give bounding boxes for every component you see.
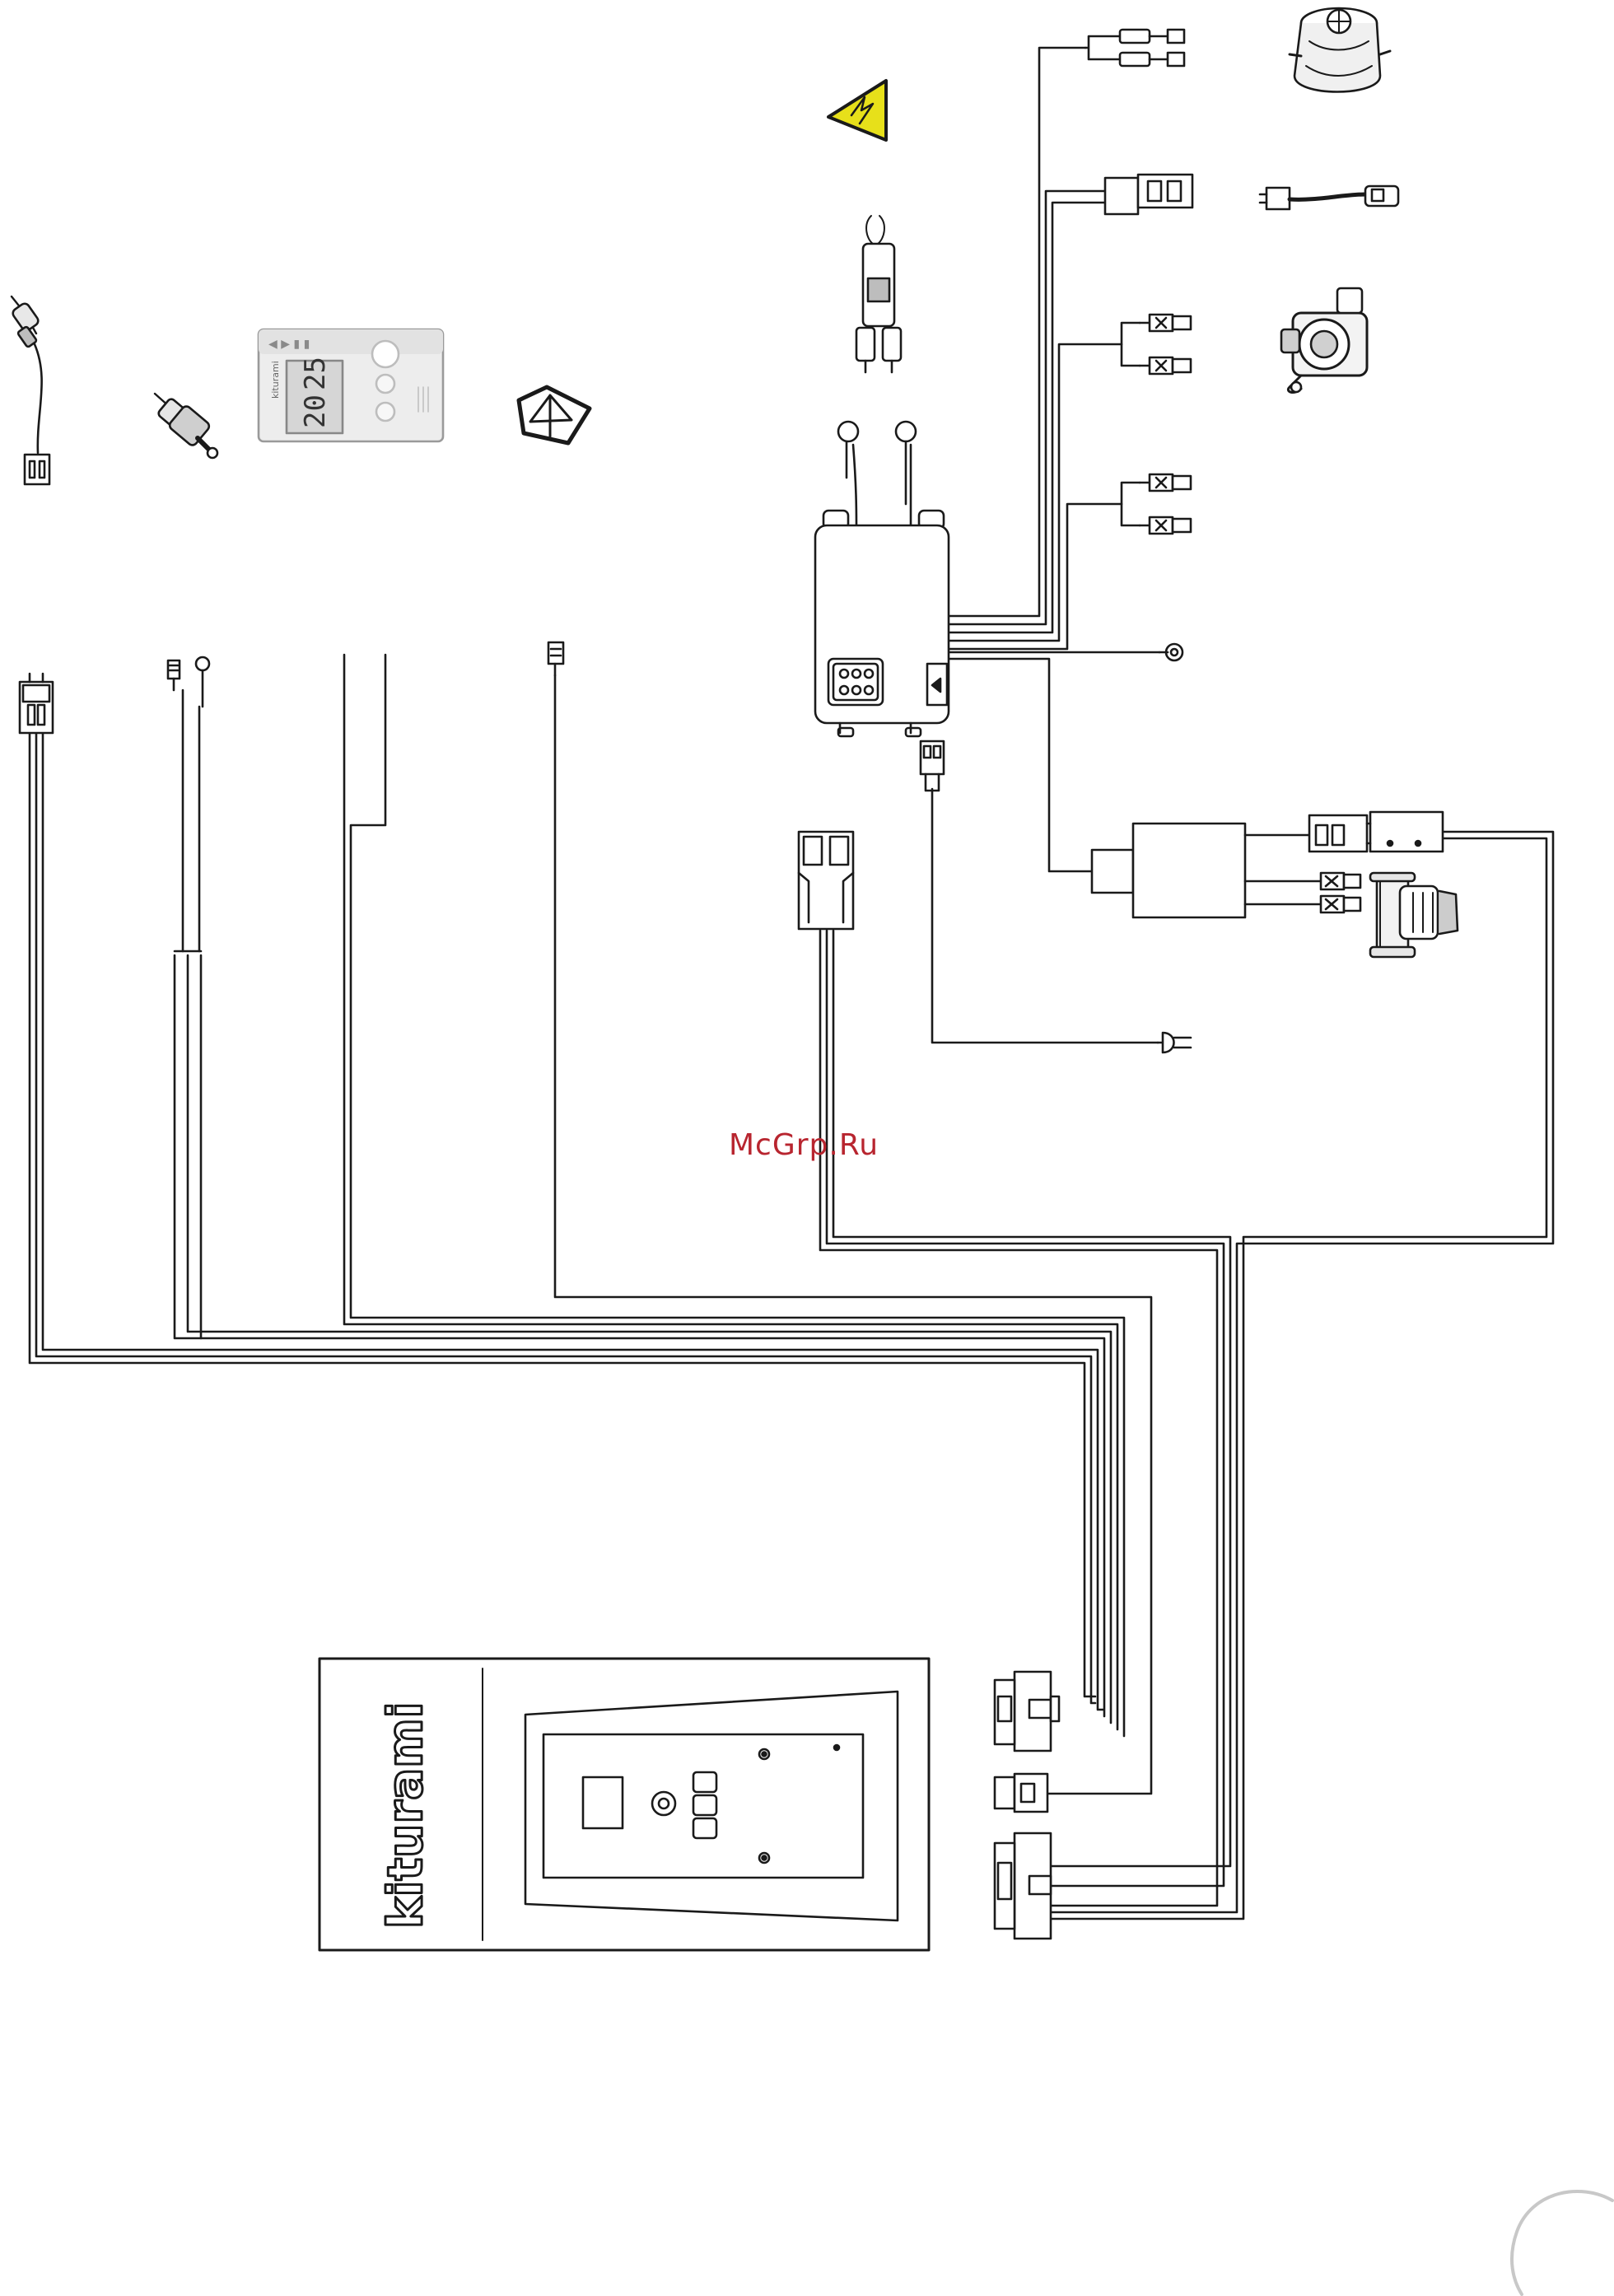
fan-connector	[1118, 28, 1186, 68]
wire-valve-b	[1120, 481, 1141, 527]
panel-connector-bottom	[993, 1832, 1052, 1940]
pump-spade-terminals	[1319, 871, 1362, 914]
wire-fan-split	[1084, 35, 1122, 61]
wiring-harness	[28, 35, 1555, 1920]
warning-triangle-icon	[827, 79, 888, 142]
panel-connector-middle	[993, 1772, 1049, 1813]
controller-lcd	[285, 359, 344, 435]
wire-sensor-3	[41, 731, 1105, 1711]
controller-brand: kiturami	[270, 361, 281, 399]
sensor-connector-left	[18, 672, 54, 735]
fan-motor-icon	[1288, 7, 1392, 93]
watermark: McGrp.Ru	[729, 1128, 879, 1162]
gas-valve-connector-b	[1138, 473, 1192, 535]
wire-ign-5	[947, 502, 1123, 651]
wire-sensor-1	[28, 731, 1097, 1698]
pressure-switch-cable	[1258, 184, 1400, 211]
wire-centre-b	[349, 653, 1126, 1738]
wire-sensor-2	[35, 731, 1097, 1705]
pressure-switch-connector	[1103, 173, 1194, 216]
panel-brand-logo: kiturami	[377, 1701, 433, 1929]
controller-reading-bottom: 20	[299, 394, 332, 428]
ignition-electrode	[855, 215, 903, 374]
pump-transformer-box	[1090, 822, 1322, 919]
wire-pump-a	[1044, 830, 1555, 1914]
gas-valve-icon	[1280, 287, 1369, 394]
spade-and-ring-terminal	[166, 656, 211, 708]
sight-glass-icon	[516, 385, 592, 446]
controller-top-icons: ◀ ▶ ▮ ▮	[268, 338, 310, 351]
room-controller: ◀ ▶ ▮ ▮	[257, 328, 445, 443]
header-connector	[797, 830, 855, 931]
main-control-panel	[318, 1657, 931, 1952]
controller-reading-top: 25	[299, 357, 332, 390]
wire-valve-a	[1120, 321, 1141, 367]
controller-button-1	[375, 373, 396, 394]
controller-button-2	[375, 401, 396, 422]
circulation-pump-icon	[1369, 871, 1459, 959]
pressure-sensor	[153, 392, 219, 460]
wire-ign-2	[947, 189, 1107, 626]
ground-ring-terminal	[1158, 642, 1184, 662]
wire-single	[553, 674, 1153, 1795]
wire-pair-merge	[186, 954, 1113, 1724]
wire-ign-4	[947, 343, 1123, 642]
pump-connector	[1308, 810, 1444, 853]
wire-ign-1	[947, 46, 1087, 618]
single-spade-terminal	[547, 641, 565, 677]
ac-plug	[1156, 1031, 1192, 1054]
wire-header-b	[825, 929, 1225, 1888]
ignition-plug-connector	[919, 740, 945, 792]
wire-header-c	[832, 929, 1232, 1868]
wire-pump-b	[1044, 837, 1548, 1920]
wire-pair-outer-a	[173, 954, 1106, 1718]
gas-valve-connector-a	[1138, 313, 1192, 376]
page-corner-arc	[1510, 2190, 1614, 2296]
ignition-controller	[814, 420, 950, 738]
temperature-sensor-probe	[10, 295, 51, 486]
panel-connector-top	[993, 1670, 1061, 1752]
wire-header-a	[819, 929, 1219, 1907]
wire-ign-transformer	[947, 657, 1094, 873]
controller-knob	[371, 339, 400, 369]
wire-ign-plug	[931, 787, 1159, 1044]
wire-ign-3	[947, 201, 1107, 634]
wire-centre-a	[343, 653, 1119, 1731]
